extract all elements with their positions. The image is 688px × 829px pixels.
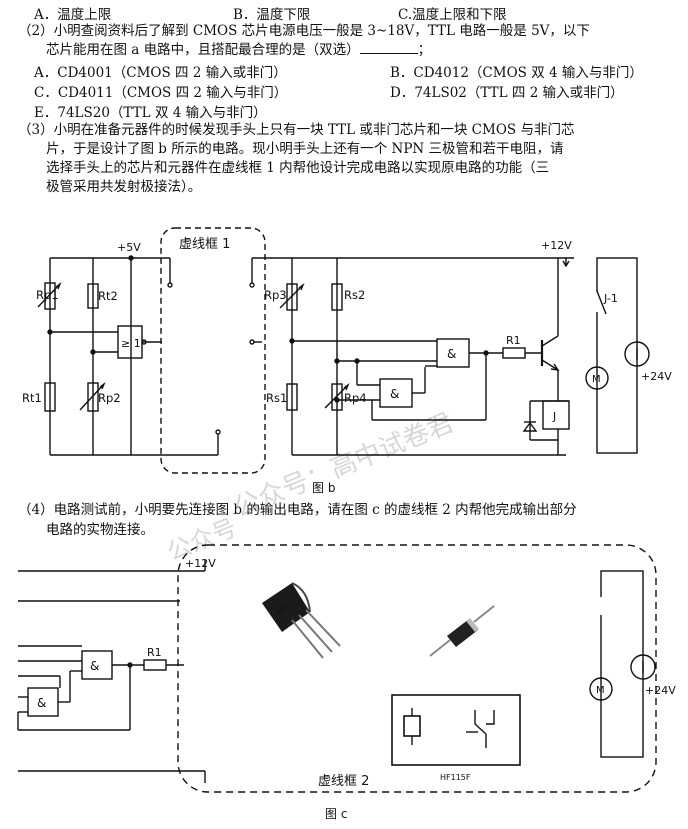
label-24v: +24V	[641, 370, 672, 383]
output-circuit-box	[596, 257, 638, 454]
q3-line3: 选择手头上的芯片和元器件在虚线框 1 内帮他设计完成电路以实现原电路的功能（三	[46, 160, 550, 176]
c-label-and-2: &	[37, 696, 46, 710]
q2-stem-text: 芯片能用在图 a 电路中，且搭配最合理的是（双选）	[46, 42, 360, 58]
c-transistor-marking: 9013	[275, 602, 292, 616]
c-label-and-1: &	[90, 659, 99, 673]
q4-line1: （4）电路测试前，小明要先连接图 b 的输出电路，请在图 c 的虚线框 2 内帮…	[18, 502, 577, 518]
c-relay-model: HF115F	[440, 773, 471, 782]
c-r1-resistor	[143, 659, 167, 671]
c-output-circuit-box	[600, 570, 644, 758]
r1-resistor	[502, 347, 526, 359]
c-label-r1: R1	[147, 646, 162, 659]
q2-option-e: E．74LS20（TTL 双 4 输入与非门）	[34, 105, 267, 121]
relay-contact-j1	[596, 290, 607, 315]
rs1-resistor	[286, 383, 298, 411]
q1-option-b: B．温度下限	[233, 7, 311, 23]
q4-line2: 电路的实物连接。	[46, 522, 154, 538]
q3-line1: （3）小明在准备元器件的时候发现手头上只有一块 TTL 或非门芯片和一块 CMO…	[18, 122, 575, 138]
q2-stem-line2: 芯片能用在图 a 电路中，且搭配最合理的是（双选） ；	[46, 41, 431, 59]
q2-stem-line1: （2）小明查阅资料后了解到 CMOS 芯片电源电压一般是 3~18V，TTL 电…	[18, 23, 590, 39]
label-nor-gate: ≥ 1	[121, 337, 141, 350]
figure-b-circuit: Rp1 Rt2 Rt1 Rp2 ≥ 1 +5V 虚线框 1 Rp3 Rs2 Rs…	[22, 227, 672, 495]
figure-c-caption: 图 c	[325, 807, 347, 821]
label-dashed-box-1: 虚线框 1	[179, 237, 230, 252]
label-dashed-box-2: 虚线框 2	[318, 774, 369, 789]
q3-line4: 极管采用共发射极接法）。	[46, 179, 202, 195]
c-source-24v	[630, 654, 656, 680]
rp3-resistor	[286, 283, 298, 311]
c-relay	[391, 694, 521, 766]
label-motor: M	[592, 374, 601, 385]
label-5v: +5V	[117, 241, 141, 254]
label-rs1: Rs1	[266, 391, 287, 405]
label-relay: J	[552, 410, 556, 423]
c-diode	[447, 618, 479, 647]
answer-blank[interactable]	[359, 41, 418, 54]
label-and-gate-2: &	[390, 387, 399, 401]
label-contact-j1: J-1	[603, 292, 618, 305]
c-label-24v: +24V	[645, 684, 676, 697]
label-rp1: Rp1	[36, 288, 59, 302]
rp2-resistor	[87, 382, 99, 412]
q2-option-d: D．74LS02（TTL 四 2 输入或非门）	[390, 85, 624, 101]
rp4-resistor	[331, 383, 343, 411]
diode	[522, 421, 538, 432]
rs2-resistor	[331, 283, 343, 311]
label-r1: R1	[506, 334, 521, 347]
label-rp4: Rp4	[344, 391, 367, 405]
label-rt2: Rt2	[98, 289, 118, 303]
q2-stem-suffix: ；	[417, 42, 432, 58]
motor	[585, 366, 609, 390]
label-and-gate-1: &	[447, 347, 456, 361]
rt2-resistor	[87, 283, 99, 309]
q3-line2: 片，于是设计了图 b 所示的电路。现小明手头上还有一个 NPN 三极管和若干电阻…	[46, 141, 564, 157]
c-transistor-package	[262, 582, 311, 632]
c-and-gate-1	[81, 650, 113, 680]
source-24v	[624, 341, 650, 367]
label-rt1: Rt1	[22, 391, 42, 405]
label-rp2: Rp2	[98, 391, 121, 405]
q2-option-a: A．CD4001（CMOS 四 2 输入或非门）	[34, 65, 287, 81]
q2-option-b: B．CD4012（CMOS 双 4 输入与非门）	[390, 65, 643, 81]
c-label-motor: M	[596, 685, 605, 696]
q1-option-c: C.温度上限和下限	[398, 7, 507, 23]
dashed-box-2	[177, 544, 657, 793]
rp1-resistor	[44, 282, 56, 310]
rt1-resistor	[44, 382, 56, 412]
dashed-box-1	[160, 227, 266, 474]
c-and-gate-2	[27, 687, 59, 717]
label-rs2: Rs2	[344, 288, 365, 302]
q2-option-c: C．CD4011（CMOS 四 2 输入与非门）	[34, 85, 288, 101]
figure-b-caption: 图 b	[312, 481, 335, 495]
label-12v: +12V	[541, 239, 572, 252]
label-rp3: Rp3	[264, 288, 287, 302]
q1-option-a: A．温度上限	[34, 7, 112, 23]
c-motor	[589, 677, 613, 701]
